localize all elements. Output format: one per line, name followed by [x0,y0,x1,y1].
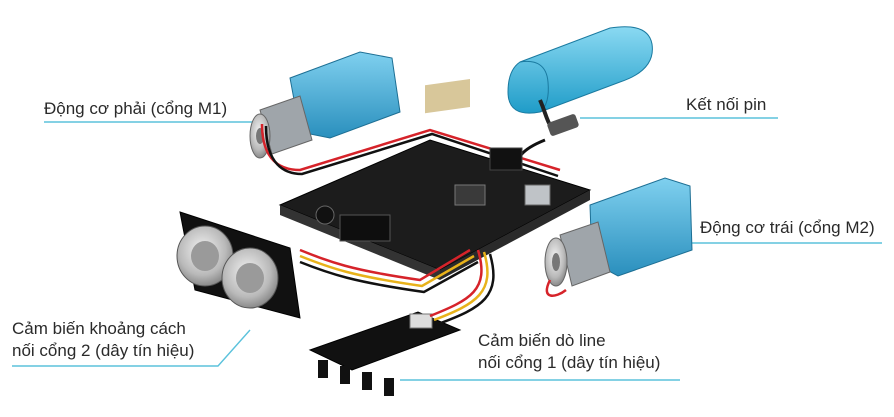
line-sensor-wire-red [429,249,483,318]
label-line-sensor: Cảm biến dò line nối cổng 1 (dây tín hiệ… [478,330,660,374]
line-sensor-wire-black [437,253,495,326]
motor-right-wire-black [264,125,559,178]
label-line-sensor-line2: nối cổng 1 (dây tín hiệu) [478,353,661,372]
label-distance-sensor: Cảm biến khoảng cách nối cổng 2 (dây tín… [12,318,194,362]
battery-pack [507,26,653,136]
distance-sensor-wire-red [299,248,471,282]
motor-left-wire [545,279,567,297]
label-motor-left: Động cơ trái (cổng M2) [700,218,875,237]
motor-right [249,51,401,159]
motor-left [544,177,693,287]
label-line-sensor-line1: Cảm biến dò line [478,331,606,350]
main-board [278,78,592,280]
line-sensor [308,311,462,396]
distance-sensor-wire-yellow [299,254,475,288]
distance-sensor [176,211,301,319]
distance-sensor-wire-black [299,260,479,294]
label-battery: Kết nối pin [686,95,767,114]
label-motor-right: Động cơ phải (cổng M1) [44,99,228,118]
line-sensor-wire-yellow [433,251,489,322]
leader-distance-sensor [12,329,251,367]
label-distance-sensor-line2: nối cổng 2 (dây tín hiệu) [12,341,195,360]
label-distance-sensor-line1: Cảm biến khoảng cách [12,319,186,338]
